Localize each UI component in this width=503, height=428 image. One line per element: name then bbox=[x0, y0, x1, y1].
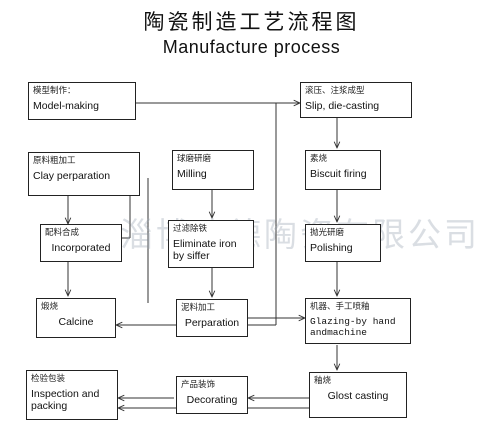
node-eliminate-iron-cn: 过滤除铁 bbox=[173, 224, 208, 234]
node-clay-preparation-en: Clay perparation bbox=[33, 170, 111, 182]
node-glazing-en: Glazing-by hand andmachine bbox=[310, 316, 396, 338]
node-inspection-cn: 检验包装 bbox=[31, 374, 66, 384]
node-decorating: 产品装饰 Decorating bbox=[176, 376, 248, 414]
node-incorporated: 配料合成 Incorporated bbox=[40, 224, 122, 262]
node-model-making-cn: 模型制作： bbox=[33, 86, 76, 96]
node-model-making: 模型制作： Model-making bbox=[28, 82, 136, 120]
chart-title-english: Manufacture process bbox=[162, 37, 341, 57]
node-perparation: 泥料加工 Perparation bbox=[176, 299, 248, 337]
node-biscuit-firing-en: Biscuit firing bbox=[310, 168, 367, 180]
node-eliminate-iron-en: Eliminate iron by siffer bbox=[173, 238, 237, 262]
node-clay-preparation-cn: 原料粗加工 bbox=[33, 156, 76, 166]
node-polishing: 抛光研磨 Polishing bbox=[305, 224, 381, 262]
node-milling-en: Milling bbox=[177, 168, 207, 180]
node-perparation-en: Perparation bbox=[184, 317, 240, 329]
node-clay-preparation: 原料粗加工 Clay perparation bbox=[28, 152, 140, 196]
node-slip-casting: 滚压、注浆成型 Slip, die-casting bbox=[300, 82, 412, 118]
node-slip-casting-en: Slip, die-casting bbox=[305, 100, 380, 112]
node-perparation-cn: 泥料加工 bbox=[181, 303, 216, 313]
node-calcine-cn: 煅烧 bbox=[41, 302, 59, 312]
node-incorporated-cn: 配料合成 bbox=[45, 228, 80, 238]
node-polishing-cn: 抛光研磨 bbox=[310, 228, 345, 238]
node-calcine-en: Calcine bbox=[58, 316, 94, 328]
node-inspection-en: Inspection and packing bbox=[31, 388, 100, 412]
node-eliminate-iron: 过滤除铁 Eliminate iron by siffer bbox=[168, 220, 254, 268]
node-glost-casting-en: Glost casting bbox=[327, 390, 389, 402]
node-slip-casting-cn: 滚压、注浆成型 bbox=[305, 86, 365, 96]
node-glost-casting: 釉烧 Glost casting bbox=[309, 372, 407, 418]
node-decorating-en: Decorating bbox=[186, 394, 238, 406]
node-polishing-en: Polishing bbox=[310, 242, 353, 254]
node-milling: 球磨研磨 Milling bbox=[172, 150, 254, 190]
node-model-making-en: Model-making bbox=[33, 100, 99, 112]
node-decorating-cn: 产品装饰 bbox=[181, 380, 216, 390]
node-milling-cn: 球磨研磨 bbox=[177, 154, 212, 164]
node-glazing-cn: 机器、手工喷釉 bbox=[310, 302, 370, 312]
node-glost-casting-cn: 釉烧 bbox=[314, 376, 332, 386]
node-biscuit-firing: 素烧 Biscuit firing bbox=[305, 150, 381, 190]
node-glazing: 机器、手工喷釉 Glazing-by hand andmachine bbox=[305, 298, 411, 344]
node-calcine: 煅烧 Calcine bbox=[36, 298, 116, 338]
node-incorporated-en: Incorporated bbox=[51, 242, 111, 254]
chart-title-chinese: 陶瓷制造工艺流程图 bbox=[143, 10, 360, 34]
node-inspection: 检验包装 Inspection and packing bbox=[26, 370, 118, 420]
node-biscuit-firing-cn: 素烧 bbox=[310, 154, 328, 164]
